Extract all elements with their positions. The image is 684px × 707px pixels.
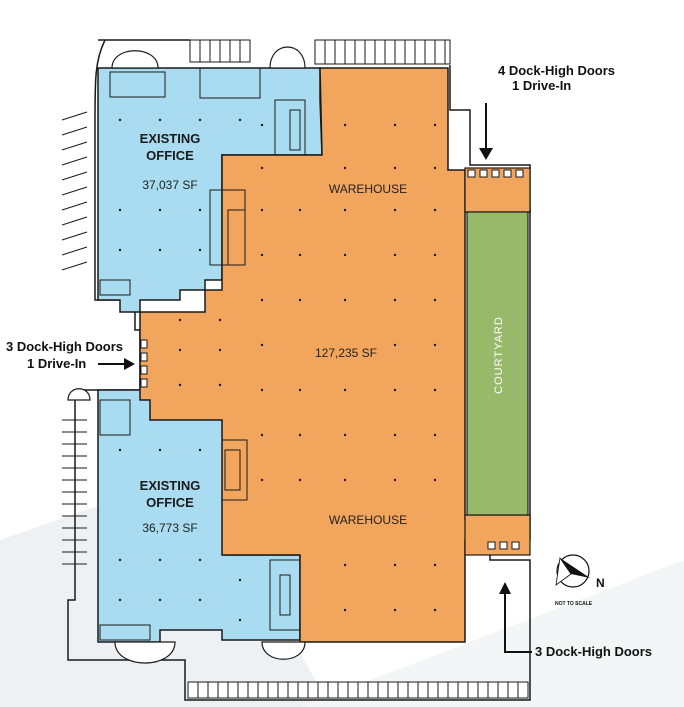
compass-letter: N (596, 576, 605, 590)
dock-area-south (464, 514, 531, 556)
callout-northeast-line1: 4 Dock-High Doors (498, 63, 615, 78)
arrow-up-icon (499, 582, 532, 653)
column-grid (118, 118, 437, 622)
office-north-title-line1: EXISTING (140, 131, 201, 146)
stair-tower-sw (114, 641, 176, 664)
courtyard (466, 211, 529, 516)
dock-doors-south (487, 541, 520, 550)
dock-doors-north (467, 169, 524, 178)
north-arrow-icon (555, 554, 590, 588)
arrow-down-icon (479, 103, 493, 160)
dock-doors-west (140, 339, 148, 388)
warehouse-label-north: WAREHOUSE (329, 182, 407, 196)
not-to-scale-note: NOT TO SCALE (555, 601, 593, 607)
warehouse-label-south: WAREHOUSE (329, 513, 407, 527)
callout-northeast-line2: 1 Drive-In (512, 78, 571, 93)
warehouse-area: 127,235 SF (315, 346, 377, 360)
callout-southeast-line1: 3 Dock-High Doors (535, 644, 652, 659)
courtyard-label: COURTYARD (493, 316, 505, 394)
stair-tower-se (261, 641, 306, 660)
office-south-title-line1: EXISTING (140, 478, 201, 493)
stair-tower-ne (269, 46, 306, 69)
interior-walls (99, 67, 306, 641)
stair-tower-nw (111, 50, 159, 69)
callout-west-line2: 1 Drive-In (27, 356, 86, 371)
background-shape (300, 560, 684, 707)
parking-stripes-top (189, 39, 451, 65)
callout-west-line1: 3 Dock-High Doors (6, 339, 123, 354)
parking-stripes-bottom (187, 681, 529, 699)
office-north-title-line2: OFFICE (146, 148, 194, 163)
arrow-right-icon (98, 358, 135, 370)
office-north-area: 37,037 SF (142, 178, 197, 192)
stair-tower-west (67, 388, 91, 401)
office-south-area: 36,773 SF (142, 521, 197, 535)
office-south-title-line2: OFFICE (146, 495, 194, 510)
